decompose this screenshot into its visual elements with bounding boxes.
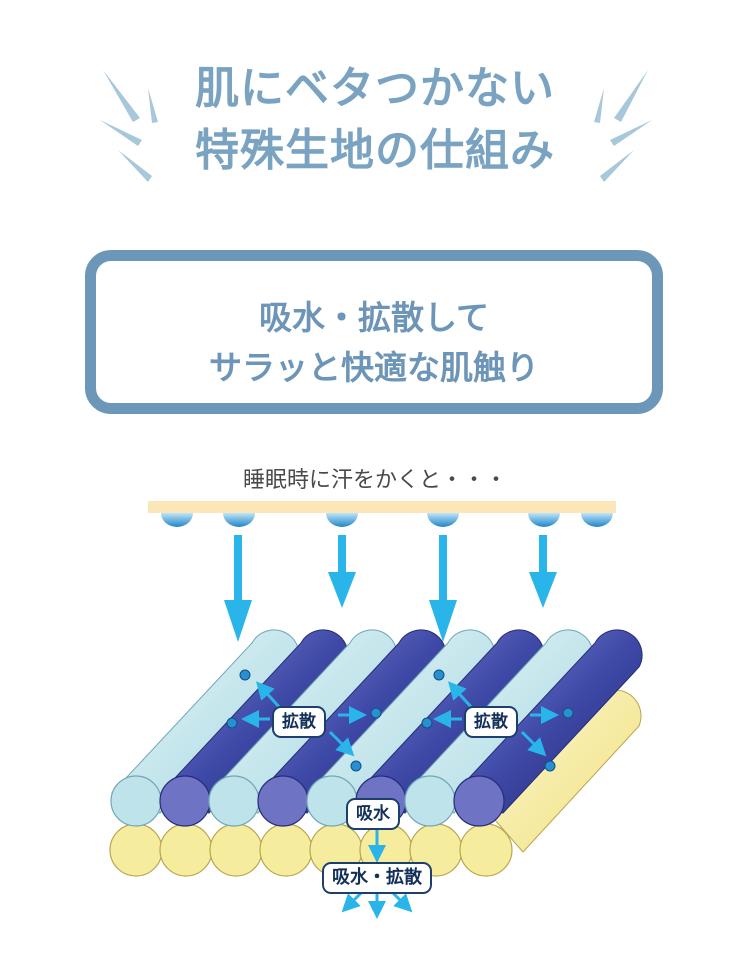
sparkle-right-icon bbox=[594, 70, 652, 182]
title-line-1: 肌にベタつかない bbox=[195, 63, 555, 114]
sweat-drop-icon bbox=[581, 513, 613, 527]
skin-band bbox=[148, 501, 616, 513]
sparkle-left-icon bbox=[100, 70, 158, 182]
label-spread-left: 拡散 bbox=[272, 706, 326, 738]
down-arrow-icon bbox=[328, 535, 356, 608]
down-arrows bbox=[224, 535, 557, 642]
label-absorb-spread: 吸水・拡散 bbox=[322, 862, 432, 894]
sweat-drop-icon bbox=[528, 513, 560, 527]
outflow-arrows bbox=[341, 890, 413, 919]
down-arrow-icon bbox=[529, 535, 557, 608]
frame-line-1: 吸水・拡散して bbox=[258, 298, 489, 337]
caption: 睡眠時に汗をかくと・・・ bbox=[242, 468, 507, 493]
label-absorb: 吸水 bbox=[346, 798, 400, 830]
sweat-drop-icon bbox=[326, 513, 358, 527]
frame-line-2: サラッと快適な肌触り bbox=[209, 348, 539, 387]
spread-arrows-left bbox=[241, 681, 367, 757]
water-dots bbox=[226, 669, 574, 772]
down-arrow-icon bbox=[429, 535, 457, 642]
label-spread-right: 拡散 bbox=[464, 706, 518, 738]
sweat-drop-icon bbox=[161, 513, 193, 527]
title-line-2: 特殊生地の仕組み bbox=[195, 125, 555, 176]
down-arrow-icon bbox=[224, 535, 252, 642]
sweat-drop-icon bbox=[427, 513, 459, 527]
message-frame: 吸水・拡散して サラッと快適な肌触り bbox=[85, 250, 663, 414]
spread-arrows-right bbox=[433, 681, 559, 757]
sweat-drop-icon bbox=[223, 513, 255, 527]
sweat-drops bbox=[161, 513, 613, 527]
